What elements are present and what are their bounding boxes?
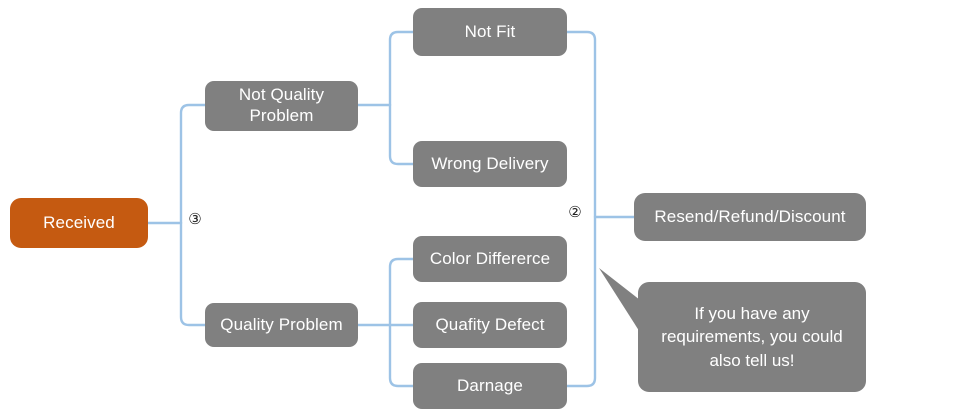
callout-line-3: also tell us! xyxy=(709,350,795,370)
node-not-quality-problem-label-line2: Problem xyxy=(249,106,314,125)
node-quality-problem-label: Quality Problem xyxy=(220,314,343,334)
node-not-fit-label: Not Fit xyxy=(464,21,516,41)
node-resend-refund-discount[interactable]: Resend/Refund/Discount xyxy=(634,193,866,241)
node-received-label: Received xyxy=(43,212,115,232)
edge-subsplit-to-notfit xyxy=(388,30,415,107)
node-not-quality-problem[interactable]: Not Quality Problem xyxy=(205,81,358,131)
node-color-differerce[interactable]: Color Differerce xyxy=(413,236,567,282)
edge-subsplit-to-colordiff xyxy=(388,257,415,327)
marker-branch-right: ② xyxy=(564,201,586,223)
node-wrong-delivery-label: Wrong Delivery xyxy=(431,153,549,173)
edge-subsplit-to-wrongdelivery xyxy=(388,103,415,166)
node-resend-refund-discount-label: Resend/Refund/Discount xyxy=(654,206,846,226)
node-not-fit[interactable]: Not Fit xyxy=(413,8,567,56)
node-darnage[interactable]: Darnage xyxy=(413,363,567,409)
marker-branch-left: ③ xyxy=(184,208,206,230)
marker-branch-left-label: ③ xyxy=(188,209,202,228)
edge-split-to-not-quality xyxy=(179,103,207,225)
marker-branch-right-label: ② xyxy=(568,202,582,221)
node-quafity-defect[interactable]: Quafity Defect xyxy=(413,302,567,348)
node-quality-problem[interactable]: Quality Problem xyxy=(205,303,358,347)
node-quafity-defect-label: Quafity Defect xyxy=(435,314,545,334)
node-not-quality-problem-label-line1: Not Quality xyxy=(238,85,325,105)
callout-line-1: If you have any xyxy=(694,303,810,323)
edge-subsplit-to-darnage xyxy=(388,323,415,388)
node-darnage-label: Darnage xyxy=(457,375,523,395)
node-color-differerce-label: Color Differerce xyxy=(429,248,551,268)
edge-split-to-quality xyxy=(179,221,207,327)
node-wrong-delivery[interactable]: Wrong Delivery xyxy=(413,141,567,187)
node-received[interactable]: Received xyxy=(10,198,148,248)
callout-line-2: requirements, you could xyxy=(661,327,843,347)
callout-bubble[interactable]: If you have any requirements, you could … xyxy=(638,282,866,392)
